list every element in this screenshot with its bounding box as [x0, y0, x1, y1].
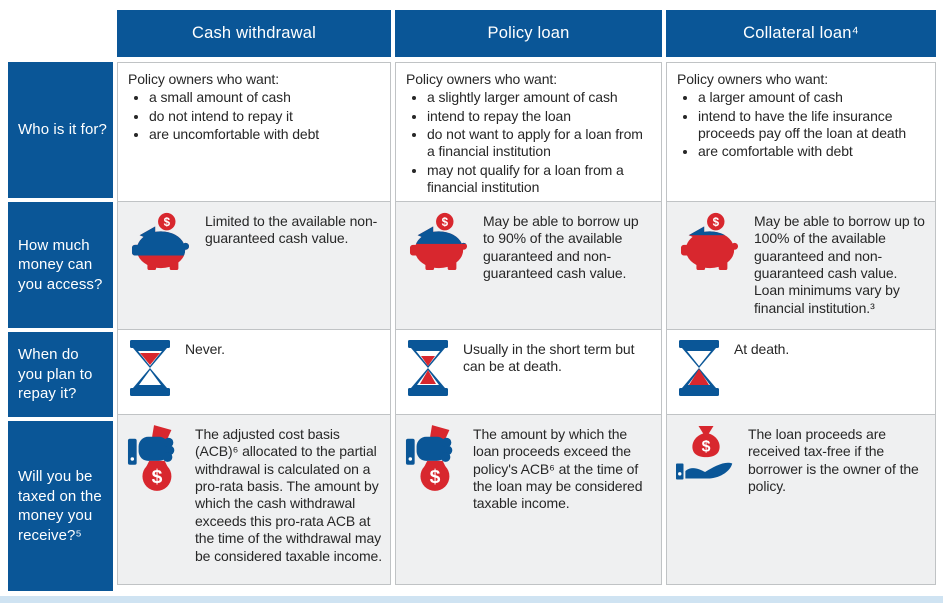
svg-text:$: $ [442, 216, 449, 229]
bullet-item: intend to repay the loan [427, 108, 651, 125]
cell-text: At death. [734, 341, 790, 357]
cell-who-cash: Policy owners who want: a small amount o… [117, 62, 391, 202]
svg-text:$: $ [713, 216, 720, 229]
hourglass-icon [405, 339, 451, 401]
piggy-bank-icon: $ [676, 211, 742, 275]
column-header-label: Policy loan [487, 24, 570, 42]
piggy-bank-icon: $ [405, 211, 471, 275]
cell-text: The loan proceeds are received tax-free … [748, 426, 919, 495]
column-header-label: Collateral loan⁴ [743, 24, 859, 42]
column-header-collateral-loan: Collateral loan⁴ [666, 10, 936, 57]
cell-text: Usually in the short term but can be at … [463, 341, 635, 375]
bullet-item: a larger amount of cash [698, 89, 925, 106]
cell-taxed-collateral: $ The loan proceeds are received tax-fre… [666, 414, 936, 585]
bullet-item: are comfortable with debt [698, 143, 925, 160]
cell-taxed-cash: $ The adjusted cost basis (ACB)⁶ allocat… [117, 414, 391, 585]
svg-text:$: $ [430, 467, 441, 488]
bullet-item: may not qualify for a loan from a financ… [427, 162, 651, 197]
row-header-repay: When do you plan to repay it? [8, 332, 113, 417]
cell-text: May be able to borrow up to 90% of the a… [483, 213, 639, 282]
cell-who-collateral: Policy owners who want: a larger amount … [666, 62, 936, 202]
svg-text:$: $ [152, 467, 163, 488]
column-header-cash-withdrawal: Cash withdrawal [117, 10, 391, 57]
cell-repay-collateral: At death. [666, 329, 936, 415]
cell-text: Limited to the available non-guaranteed … [205, 213, 378, 247]
column-policy-loan: Policy loan Policy owners who want: a sl… [395, 10, 662, 585]
row-header-label: Who is it for? [18, 121, 107, 139]
row-header-label: When do you plan to repay it? [18, 346, 93, 403]
cell-access-collateral: $ May be able to borrow up to [666, 201, 936, 330]
bullet-list: a small amount of cash do not intend to … [128, 89, 380, 143]
column-header-label: Cash withdrawal [191, 24, 317, 42]
row-header-label: Will you be taxed on the money you recei… [18, 468, 102, 544]
row-header-who: Who is it for? [8, 62, 113, 198]
svg-text:$: $ [164, 216, 171, 229]
cell-repay-policy: Usually in the short term but can be at … [395, 329, 662, 415]
cell-taxed-policy: $ The amount by which the loan proceeds … [395, 414, 662, 585]
column-cash-withdrawal: Cash withdrawal Policy owners who want: … [117, 10, 391, 585]
bullet-item: a slightly larger amount of cash [427, 89, 651, 106]
bullet-item: are uncomfortable with debt [149, 126, 380, 143]
piggy-bank-icon: $ [127, 211, 193, 275]
bullet-list: a larger amount of cash intend to have t… [677, 89, 925, 160]
row-header-taxed: Will you be taxed on the money you recei… [8, 421, 113, 591]
cell-text: May be able to borrow up to 100% of the … [754, 213, 925, 316]
cell-repay-cash: Never. [117, 329, 391, 415]
cell-intro: Policy owners who want: [128, 71, 279, 87]
bullet-item: a small amount of cash [149, 89, 380, 106]
bullet-list: a slightly larger amount of cash intend … [406, 89, 651, 196]
bullet-item: intend to have the life insurance procee… [698, 108, 925, 143]
row-header-label: How much money can you access? [18, 236, 103, 293]
cell-who-policy: Policy owners who want: a slightly large… [395, 62, 662, 202]
footer-accent-strip [0, 596, 943, 603]
column-header-policy-loan: Policy loan [395, 10, 662, 57]
cell-text: Never. [185, 341, 225, 357]
bullet-item: do not want to apply for a loan from a f… [427, 126, 651, 161]
svg-text:$: $ [702, 438, 711, 455]
cell-intro: Policy owners who want: [406, 71, 557, 87]
cell-intro: Policy owners who want: [677, 71, 828, 87]
row-header-column: Who is it for? How much money can you ac… [8, 62, 113, 591]
cell-text: The adjusted cost basis (ACB)⁶ allocated… [195, 426, 382, 564]
cell-text: The amount by which the loan proceeds ex… [473, 426, 643, 512]
hourglass-icon [676, 339, 722, 401]
column-collateral-loan: Collateral loan⁴ Policy owners who want:… [666, 10, 936, 585]
fist-money-bag-icon: $ [127, 424, 183, 496]
bullet-item: do not intend to repay it [149, 108, 380, 125]
fist-money-bag-icon: $ [405, 424, 461, 496]
row-header-access: How much money can you access? [8, 202, 113, 328]
hand-money-bag-icon: $ [676, 424, 736, 492]
cell-access-cash: $ Limited to the available non [117, 201, 391, 330]
hourglass-icon [127, 339, 173, 401]
cell-access-policy: $ May be able to borrow up to [395, 201, 662, 330]
comparison-table: Who is it for? How much money can you ac… [8, 10, 936, 591]
